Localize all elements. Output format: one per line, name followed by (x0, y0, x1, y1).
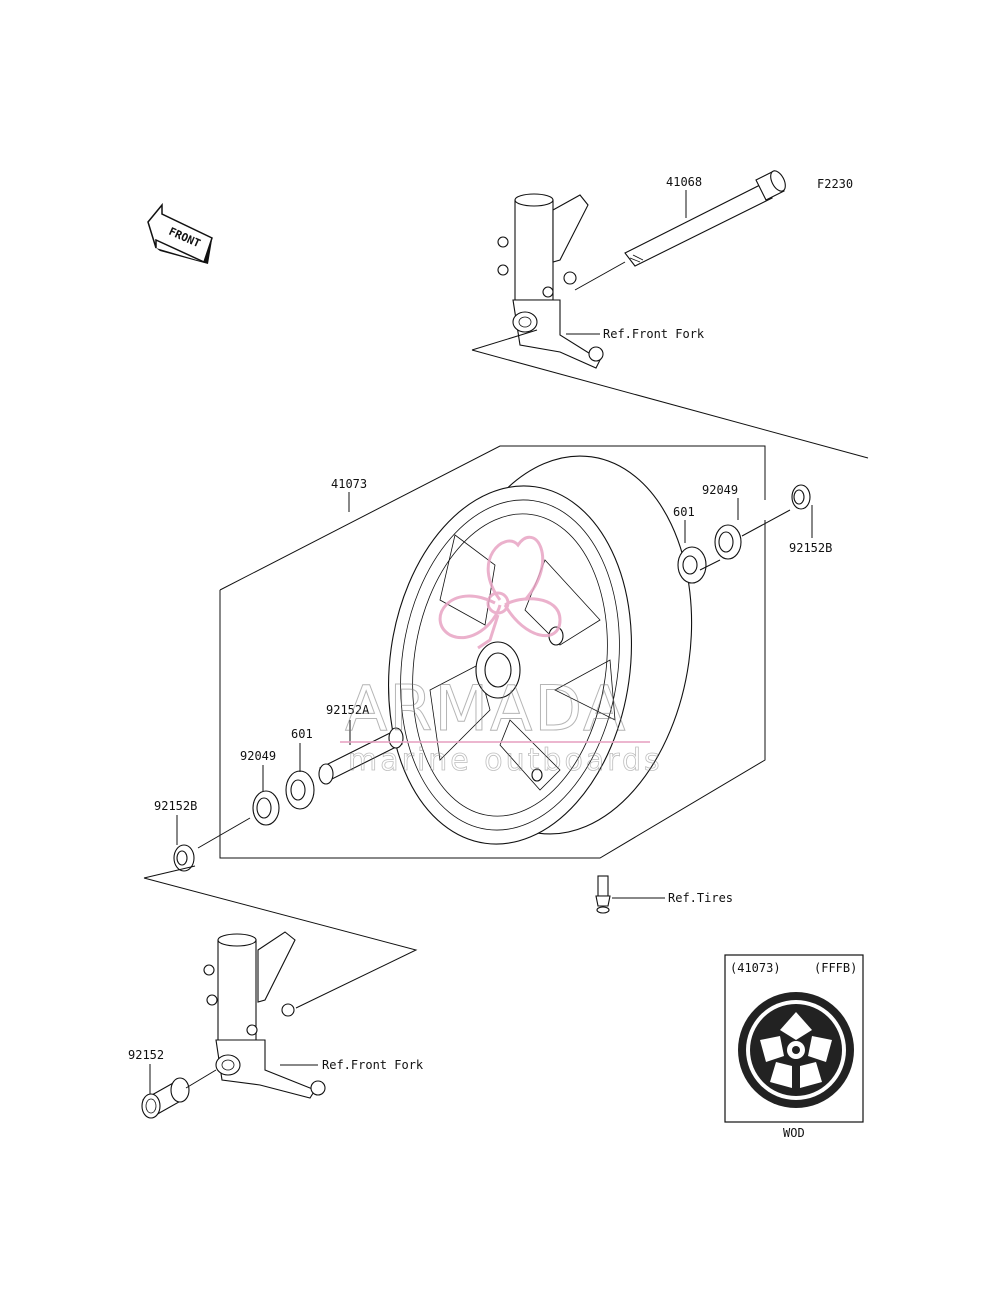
watermark-logo-icon (438, 535, 562, 650)
collar-92152b-left (173, 844, 195, 872)
part-label-92152a: 92152A (326, 703, 370, 717)
diagram-code: F2230 (817, 177, 853, 191)
part-label-601-left: 601 (291, 727, 313, 741)
part-label-92152b-left: 92152B (154, 799, 197, 813)
ref-front-fork-top: Ref.Front Fork (603, 327, 705, 341)
part-label-92152: 92152 (128, 1048, 164, 1062)
bearing-601-left (285, 770, 315, 810)
seal-92049-right (714, 524, 742, 560)
axle-41068 (574, 170, 786, 291)
ref-tires: Ref.Tires (668, 891, 733, 905)
variant-box: (41073) (FFFB) WOD (724, 954, 864, 1140)
watermark-tagline: marine outboards (348, 743, 663, 778)
variant-part-number: (41073) (730, 961, 781, 975)
variant-code: (FFFB) (814, 961, 857, 975)
front-wheel-41073 (388, 455, 693, 845)
seal-92049-left (252, 790, 280, 826)
front-arrow-icon: FRONT (147, 202, 213, 264)
collar-92152b-right (791, 484, 811, 510)
watermark: ARMADA marine outboards (340, 535, 663, 778)
part-label-41068: 41068 (666, 175, 702, 189)
front-fork-bottom (203, 931, 326, 1099)
variant-color-code: WOD (783, 1126, 805, 1140)
tire-valve-icon (595, 875, 611, 914)
part-label-92049-left: 92049 (240, 749, 276, 763)
front-fork-top (497, 193, 604, 369)
collar-92152 (141, 1077, 190, 1119)
part-label-92152b-right: 92152B (789, 541, 832, 555)
ref-front-fork-bottom: Ref.Front Fork (322, 1058, 424, 1072)
part-label-92049-right: 92049 (702, 483, 738, 497)
part-label-41073: 41073 (331, 477, 367, 491)
bearing-601-right (677, 546, 707, 584)
watermark-brand: ARMADA (345, 672, 627, 745)
wheel-variant-icon (738, 992, 854, 1108)
part-label-601-right: 601 (673, 505, 695, 519)
